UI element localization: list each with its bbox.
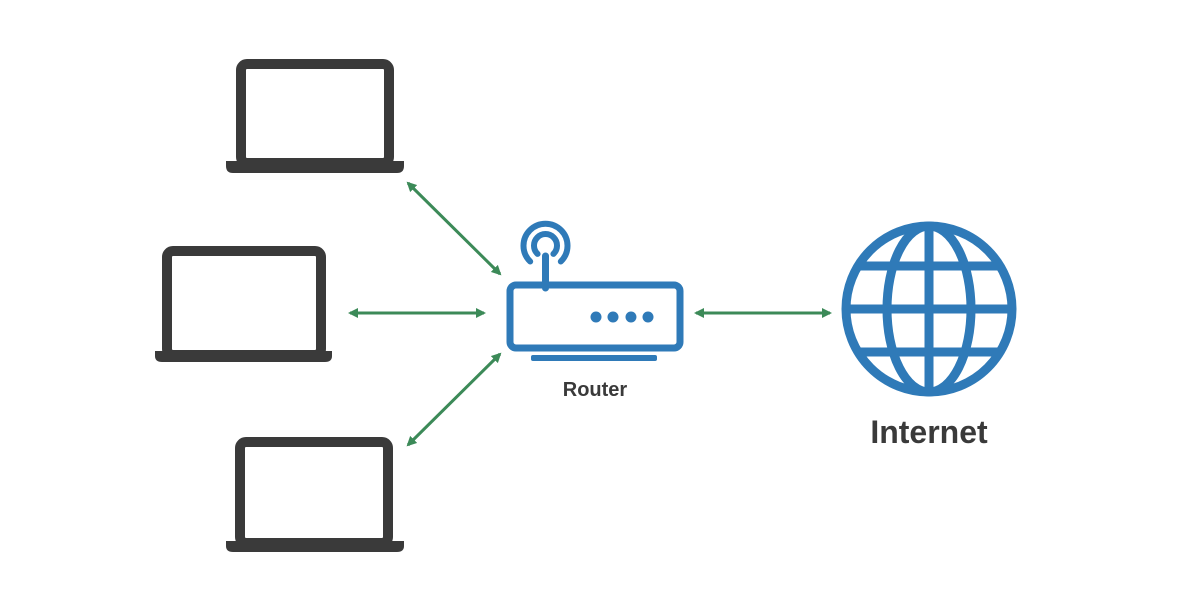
router-label: Router [563, 379, 628, 401]
laptop-top-icon [226, 59, 404, 173]
wifi-router-icon [506, 220, 684, 361]
connection-arrow-laptop-top [406, 181, 502, 276]
laptop-middle-icon [155, 246, 332, 362]
connection-arrow-laptop-bottom [406, 352, 502, 447]
globe-icon [841, 221, 1017, 397]
internet-label: Internet [870, 414, 988, 450]
laptop-bottom-icon [226, 437, 404, 552]
